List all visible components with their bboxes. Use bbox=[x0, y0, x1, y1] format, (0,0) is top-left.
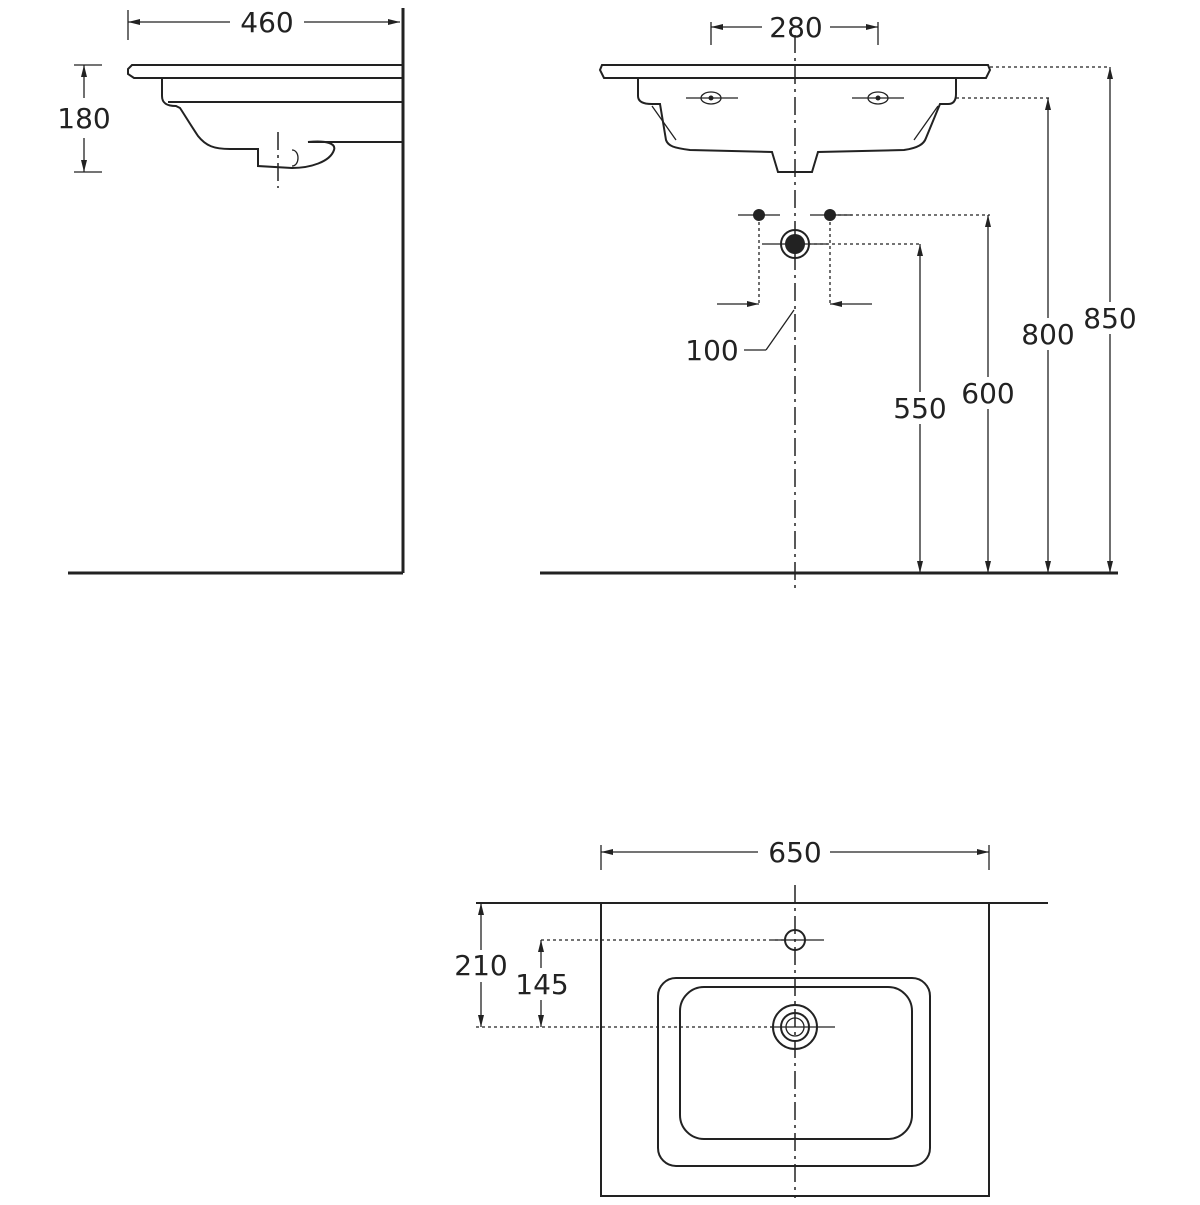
side-view: 460 180 bbox=[57, 6, 405, 575]
front-view-supply-points bbox=[738, 209, 852, 305]
dim-top-height: 850 bbox=[1080, 67, 1140, 573]
dim-supply-height-label: 600 bbox=[961, 377, 1014, 410]
dim-top-height-label: 850 bbox=[1083, 302, 1136, 335]
front-view-waste-outlet bbox=[762, 229, 828, 259]
dim-tap-spacing-label: 280 bbox=[769, 11, 822, 44]
plan-view: 650 210 145 bbox=[452, 836, 1048, 1198]
plan-view-drain bbox=[770, 1004, 835, 1050]
dim-drain-height: 550 bbox=[890, 244, 950, 573]
dim-side-height: 180 bbox=[57, 64, 111, 173]
plan-view-bowl-outer bbox=[657, 977, 931, 1167]
dim-drain-offset: 145 bbox=[512, 940, 572, 1027]
front-view-tap-hole-left bbox=[686, 91, 738, 105]
front-view-tap-hole-right bbox=[852, 91, 904, 105]
front-view-basin-outline bbox=[598, 64, 992, 173]
dim-side-depth: 460 bbox=[127, 6, 400, 40]
side-view-basin-profile bbox=[127, 64, 403, 170]
dim-side-depth-label: 460 bbox=[240, 6, 293, 39]
dim-tap-hole-offset: 210 bbox=[452, 903, 512, 1027]
plan-view-bowl-inner bbox=[679, 986, 913, 1140]
dim-supply-spacing-label: 100 bbox=[685, 334, 738, 367]
dim-rim-height-label: 800 bbox=[1021, 318, 1074, 351]
dim-rim-height: 800 bbox=[1018, 98, 1078, 573]
dim-width: 650 bbox=[600, 836, 990, 870]
dim-tap-spacing: 280 bbox=[710, 11, 879, 45]
plan-view-tap-hole bbox=[772, 929, 824, 951]
dim-width-label: 650 bbox=[768, 836, 821, 869]
dim-drain-offset-label: 145 bbox=[515, 968, 568, 1001]
dim-supply-spacing: 100 bbox=[685, 301, 872, 367]
dim-tap-hole-offset-label: 210 bbox=[454, 949, 507, 982]
dim-supply-height: 600 bbox=[958, 215, 1018, 573]
dim-drain-height-label: 550 bbox=[893, 392, 946, 425]
dim-side-height-label: 180 bbox=[57, 102, 110, 135]
front-view: 280 100 bbox=[540, 11, 1140, 592]
